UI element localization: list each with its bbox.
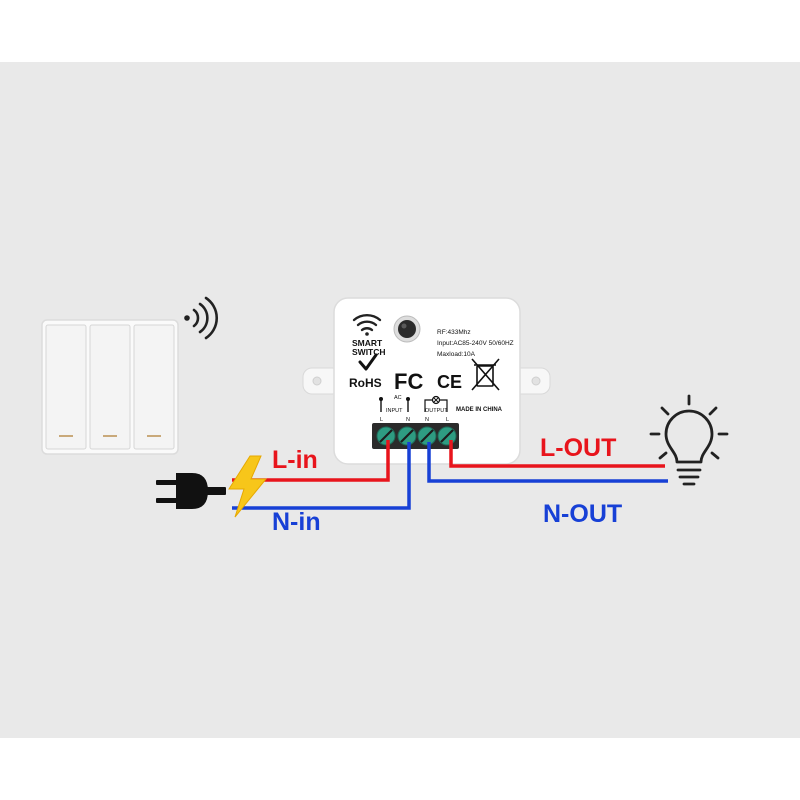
terminal-mark-3: N — [425, 417, 429, 423]
spec-rf: RF:433Mhz — [437, 329, 471, 336]
label-n-in: N-in — [272, 508, 321, 536]
wifi-icon — [352, 314, 382, 336]
terminal-screw-1 — [376, 426, 396, 446]
crossed-bin-icon — [471, 358, 500, 391]
wall-switch — [41, 319, 179, 455]
terminal-mark-2: N — [406, 417, 410, 423]
wall-switch-key-2 — [89, 324, 131, 450]
rohs-mark: RoHS — [349, 376, 382, 390]
made-in-label: MADE IN CHINA — [456, 407, 503, 413]
spec-load: Maxload:10A — [437, 351, 476, 358]
terminal-screw-2 — [397, 426, 417, 446]
power-plug-icon — [156, 473, 226, 509]
input-label: INPUT — [386, 408, 403, 414]
label-n-out: N-OUT — [543, 500, 622, 528]
label-l-out: L-OUT — [540, 434, 616, 462]
terminal-screw-4 — [437, 426, 457, 446]
wire-neutral-in — [232, 442, 411, 510]
ce-mark: CE — [437, 372, 462, 392]
label-l-in: L-in — [272, 446, 318, 474]
check-mark-icon — [358, 353, 378, 371]
terminal-mark-4: L — [446, 417, 449, 423]
terminal-screw-3 — [417, 426, 437, 446]
wireless-signal-icon — [184, 296, 219, 340]
round-button — [393, 315, 421, 343]
switch-module-body — [333, 297, 521, 465]
wall-switch-key-1 — [45, 324, 87, 450]
output-label: OUTPUT — [425, 408, 448, 414]
light-bulb-icon — [649, 394, 729, 486]
terminal-labels: AC INPUT OUTPUT MADE IN CHINA L N N L — [379, 395, 503, 423]
spec-input: Input:AC85-240V 50/60HZ — [437, 340, 514, 347]
ac-label: AC — [394, 395, 402, 401]
terminal-mark-1: L — [380, 417, 383, 423]
wire-live-in — [232, 440, 390, 482]
lightning-bolt-icon — [228, 455, 268, 518]
module-brand-line2: SWITCH — [352, 347, 386, 357]
fc-mark: FC — [394, 369, 423, 394]
module-mounting-tabs — [302, 367, 551, 395]
wall-switch-key-3 — [133, 324, 175, 450]
wire-live-out — [449, 440, 665, 468]
module-brand-line1: SMART — [352, 338, 383, 348]
wire-neutral-out — [427, 442, 668, 483]
